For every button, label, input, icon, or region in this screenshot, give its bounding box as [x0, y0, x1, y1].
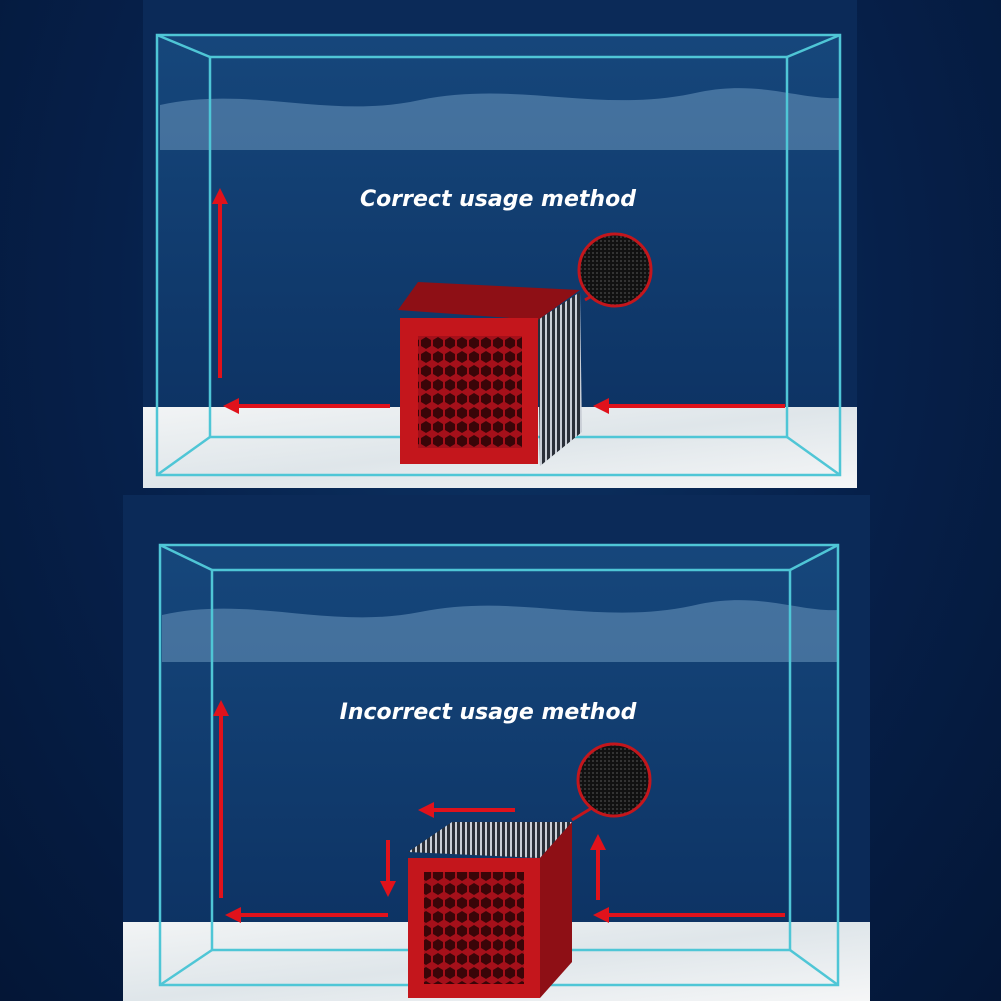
filter-cube-incorrect [408, 822, 572, 998]
correct-usage-panel: Correct usage method [143, 0, 857, 488]
mesh-detail-magnifier [576, 742, 652, 818]
caption-correct: Correct usage method [360, 187, 636, 212]
incorrect-usage-panel: Incorrect usage method [123, 495, 870, 1001]
caption-incorrect: Incorrect usage method [340, 700, 637, 725]
water-surface-wave [160, 88, 840, 150]
water-surface-wave [162, 600, 838, 662]
mesh-detail-magnifier [577, 232, 653, 308]
flow-arrows [212, 188, 785, 414]
flow-arrows [213, 700, 785, 923]
filter-cube-correct [398, 282, 582, 466]
